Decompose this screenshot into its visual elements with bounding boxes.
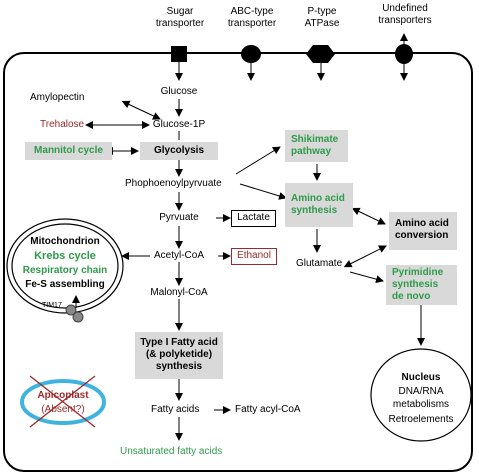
lactate-box (231, 210, 276, 227)
aa-synthesis-box (285, 183, 353, 227)
trehalose-label: Trehalose (40, 119, 85, 130)
lactate-label: Lactate (237, 212, 270, 223)
ethanol-box (231, 248, 277, 265)
abc-transporter-icon (241, 45, 261, 63)
mannitol-cycle-label: Mannitol cycle (34, 145, 103, 156)
cell-membrane (3, 52, 473, 472)
glutamate-label: Glutamate (296, 258, 343, 269)
glucose-label: Glucose (160, 86, 198, 97)
apicoplast-ring (20, 379, 106, 425)
tim17-label: TIM17 (42, 302, 62, 309)
unsaturated-fatty-acids-label: Unsaturated fatty acids (120, 446, 223, 457)
mitochondrion-label: Mitochondrion (30, 236, 100, 247)
nucleus-label: Nucleus (401, 372, 441, 383)
pyruvate-label: Pyrvuate (159, 212, 199, 223)
mitochondrion-inner (11, 223, 119, 309)
glycolysis-box (140, 142, 218, 160)
nucleus-dna-rna-label: DNA/RNA (398, 386, 444, 397)
pyrimidine-box (386, 265, 457, 305)
respiratory-chain-label: Respiratory chain (22, 265, 108, 276)
aa-conversion-box (389, 212, 457, 250)
glucose-1p-label: Glucose-1P (152, 119, 206, 130)
pep-label: Phophoenoylpyrvuate (125, 178, 222, 189)
malonyl-coa-label: Malonyl-CoA (150, 287, 208, 298)
nucleus-metabolisms-label: metabolisms (392, 399, 450, 410)
nucleus-circle (370, 348, 472, 442)
fas-box (135, 332, 223, 379)
tim17-icon (65, 304, 77, 316)
shikimate-box (285, 130, 348, 162)
krebs-cycle-label: Krebs cycle (34, 250, 96, 262)
fes-assembling-label: Fe-S assembling (25, 279, 105, 290)
acetyl-coa-label: Acetyl-CoA (153, 250, 204, 261)
apicoplast-label: Apicoplast (37, 390, 89, 401)
amylopectin-label: Amylopectin (30, 92, 85, 103)
fatty-acyl-coa-label: Fatty acyl-CoA (235, 404, 301, 415)
mitochondrion-outer (6, 218, 124, 314)
nucleus-retroelements-label: Retroelements (388, 414, 454, 425)
fatty-acids-label: Fatty acids (151, 404, 200, 415)
ptype-atpase-icon (306, 45, 335, 63)
mannitol-cycle-box (25, 142, 112, 160)
apicoplast-absent-label: (Absent?) (41, 404, 85, 415)
glycolysis-label: Glycolysis (153, 145, 205, 156)
fas-label: Type I Fatty acid(& polyketide)synthesis (140, 337, 218, 372)
sugar-transporter-icon (171, 46, 187, 62)
ethanol-label: Ethanol (237, 250, 271, 261)
